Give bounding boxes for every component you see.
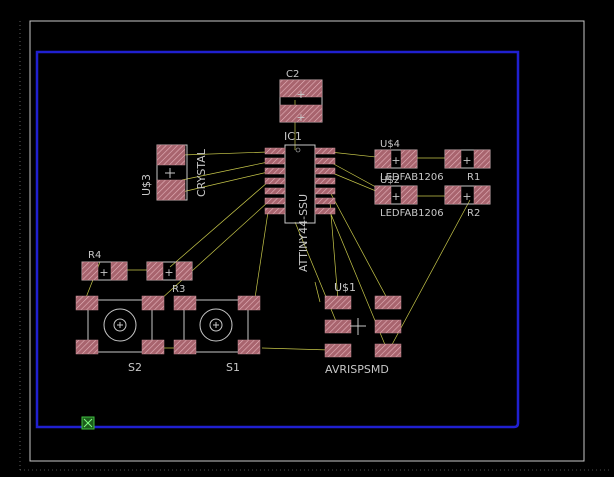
svg-text:+: + <box>296 88 305 101</box>
component-ic1[interactable]: IC1 ATTINY44-SSU <box>264 130 336 272</box>
component-r2[interactable]: + R2 <box>444 185 491 219</box>
u3-label: U$3 <box>140 174 153 196</box>
component-r3[interactable]: + R3 <box>146 261 193 295</box>
svg-text:+: + <box>391 190 400 203</box>
s1-label: S1 <box>226 361 240 374</box>
svg-text:+: + <box>462 154 471 167</box>
r3-label: R3 <box>172 284 185 295</box>
component-r4[interactable]: + R4 <box>81 250 128 281</box>
ic1-right-pads <box>314 147 336 215</box>
ic1-left-pads <box>264 147 286 215</box>
r4-label: R4 <box>88 250 101 261</box>
u4-label: U$4 <box>380 139 400 150</box>
board-outline[interactable] <box>35 50 520 429</box>
u1-label: U$1 <box>334 281 356 294</box>
s2-label: S2 <box>128 361 142 374</box>
component-u1-avrisp[interactable]: U$1 AVRISPSMD <box>324 281 402 376</box>
svg-text:+: + <box>391 154 400 167</box>
svg-text:+: + <box>99 266 108 279</box>
origin-marker-icon[interactable] <box>81 416 95 430</box>
ic1-label: IC1 <box>284 130 302 143</box>
r1-label: R1 <box>467 172 480 183</box>
u2-label: U$2 <box>380 175 400 186</box>
component-r1[interactable]: + R1 <box>444 149 491 183</box>
svg-text:+: + <box>296 111 305 124</box>
drawing-frame <box>29 20 585 462</box>
component-u2-led[interactable]: + U$2 LEDFAB1206 <box>374 175 444 219</box>
component-u3-crystal[interactable]: U$3 CRYSTAL <box>140 144 208 201</box>
component-u4-led[interactable]: + U$4 LEDFAB1206 <box>374 139 444 183</box>
component-s2-switch[interactable]: S2 <box>75 295 165 374</box>
ic1-pin1-marker <box>295 147 301 153</box>
ic1-value: ATTINY44-SSU <box>297 194 310 272</box>
led1-value: LEDFAB1206 <box>380 172 444 183</box>
component-c2[interactable]: + + C2 <box>279 69 323 124</box>
u3-value: CRYSTAL <box>195 148 208 197</box>
led2-value: LEDFAB1206 <box>380 208 444 219</box>
c2-label: C2 <box>286 69 299 80</box>
component-s1-switch[interactable]: S1 <box>173 295 261 374</box>
svg-text:+: + <box>164 266 173 279</box>
u1-value: AVRISPSMD <box>325 363 389 376</box>
svg-text:+: + <box>462 190 471 203</box>
r2-label: R2 <box>467 208 480 219</box>
